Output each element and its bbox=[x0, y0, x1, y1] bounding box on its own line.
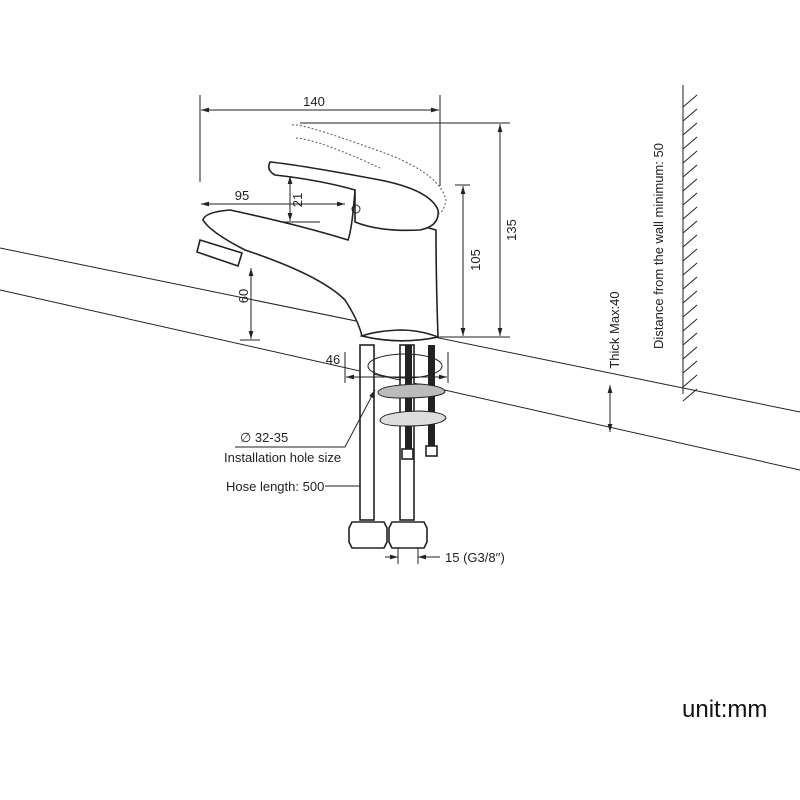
lever-handle bbox=[268, 161, 439, 232]
wall-hatch-line bbox=[682, 332, 698, 346]
wall-hatch-line bbox=[682, 122, 698, 136]
hose-length-label: Hose length: 500 bbox=[226, 479, 324, 494]
wall-hatch-line bbox=[682, 94, 698, 108]
hole-size-value: ∅ 32-35 bbox=[240, 430, 288, 445]
dim-total-height: 135 bbox=[504, 219, 519, 241]
dim-width: 140 bbox=[303, 94, 325, 109]
wall-hatch-line bbox=[682, 206, 698, 220]
connector-label: 15 (G3/8′′) bbox=[445, 550, 505, 565]
wall-hatch-line bbox=[682, 290, 698, 304]
wall-distance-label: Distance from the wall minimum: 50 bbox=[651, 143, 666, 349]
hose-nut-left bbox=[348, 521, 388, 549]
dimension-lines bbox=[199, 95, 613, 564]
hoses bbox=[348, 344, 447, 549]
dim-body-height: 105 bbox=[468, 249, 483, 271]
wall-hatch-line bbox=[682, 164, 698, 178]
wall-hatch-line bbox=[682, 108, 698, 122]
wall-hatch-line bbox=[682, 192, 698, 206]
dim-base-diameter: 46 bbox=[326, 352, 340, 367]
wall-hatch-line bbox=[682, 276, 698, 290]
wall-hatch-line bbox=[682, 374, 698, 388]
dim-spout-reach: 95 bbox=[235, 188, 249, 203]
wall bbox=[682, 85, 698, 402]
dim-spout-height: 60 bbox=[236, 289, 251, 303]
wall-hatch-line bbox=[682, 178, 698, 192]
hose-nut-right bbox=[388, 521, 428, 549]
wall-hatch-line bbox=[682, 234, 698, 248]
wall-hatch-line bbox=[682, 220, 698, 234]
wall-hatch-line bbox=[682, 150, 698, 164]
wall-hatch-line bbox=[682, 136, 698, 150]
wall-hatch-line bbox=[682, 346, 698, 360]
hole-size-label: Installation hole size bbox=[224, 450, 341, 465]
wall-hatch-line bbox=[682, 388, 698, 402]
dim-lever-gap: 21 bbox=[290, 193, 305, 207]
thick-max-label: Thick Max:40 bbox=[607, 291, 622, 368]
aerator bbox=[196, 238, 243, 268]
wall-hatch-line bbox=[682, 304, 698, 318]
wall-hatch-line bbox=[682, 248, 698, 262]
wall-hatch-line bbox=[682, 318, 698, 332]
faucet-body bbox=[196, 124, 447, 342]
unit-label: unit:mm bbox=[682, 696, 767, 723]
wall-hatch-line bbox=[682, 360, 698, 374]
wall-hatch-line bbox=[682, 262, 698, 276]
